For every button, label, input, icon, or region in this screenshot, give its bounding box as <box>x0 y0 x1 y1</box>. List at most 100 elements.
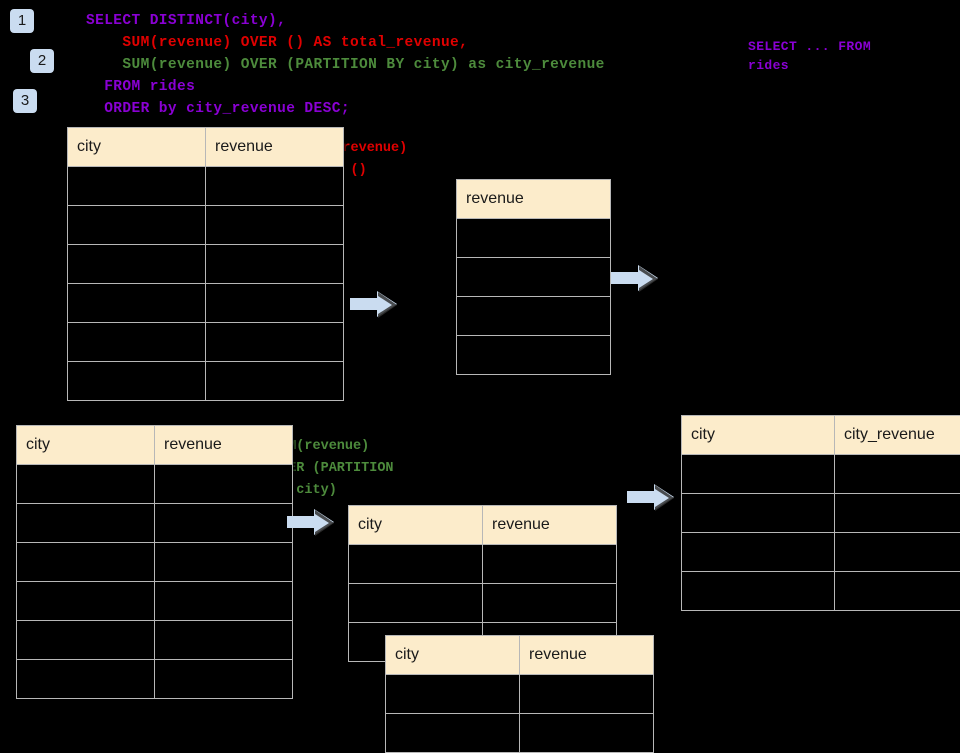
table-row <box>17 582 293 621</box>
table-cell <box>68 245 206 284</box>
table-cell <box>155 621 293 660</box>
table-cell <box>68 284 206 323</box>
table-cell <box>349 545 483 584</box>
column-header-revenue: revenue <box>457 180 611 219</box>
table-cell <box>386 714 520 753</box>
table-cell <box>483 584 617 623</box>
side-note-line-1: SELECT ... FROM <box>748 37 871 56</box>
table-row <box>682 455 960 494</box>
table-cell <box>206 323 344 362</box>
table-row <box>68 167 344 206</box>
table-cell <box>682 455 835 494</box>
table-row <box>17 543 293 582</box>
table-cell <box>457 258 611 297</box>
column-header-city: city <box>17 426 155 465</box>
column-header-revenue: revenue <box>520 636 654 675</box>
table-header-row: city revenue <box>349 506 617 545</box>
table-row <box>457 297 611 336</box>
sql-line-total-revenue: SUM(revenue) OVER () AS total_revenue, <box>86 33 468 55</box>
column-header-city-revenue: city_revenue <box>835 416 960 455</box>
table-cell <box>520 675 654 714</box>
table-cell <box>155 582 293 621</box>
table-cell <box>68 167 206 206</box>
sql-line-from: FROM rides <box>86 77 195 99</box>
table-cell <box>155 543 293 582</box>
table-cell <box>682 494 835 533</box>
table-cell <box>17 465 155 504</box>
table-row <box>349 545 617 584</box>
table-row <box>68 323 344 362</box>
table-row <box>349 584 617 623</box>
table-cell <box>457 336 611 375</box>
table-cell <box>835 494 960 533</box>
table-cell <box>520 714 654 753</box>
table-row <box>68 362 344 401</box>
table-cell <box>457 297 611 336</box>
table-cell <box>457 219 611 258</box>
sql-line-order-by: ORDER by city_revenue DESC; <box>86 99 350 121</box>
table-cell <box>206 245 344 284</box>
table-header-row: city revenue <box>68 128 344 167</box>
table-cell <box>835 533 960 572</box>
step-badge-3: 3 <box>13 89 37 113</box>
table-header-row: city revenue <box>17 426 293 465</box>
sql-line-city-revenue: SUM(revenue) OVER (PARTITION BY city) as… <box>86 55 605 77</box>
table-cell <box>206 167 344 206</box>
column-header-city: city <box>682 416 835 455</box>
table-row <box>17 621 293 660</box>
table-row <box>17 504 293 543</box>
column-header-revenue: revenue <box>206 128 344 167</box>
table-row <box>682 572 960 611</box>
total-revenue-table: revenue <box>456 179 611 375</box>
column-header-city: city <box>68 128 206 167</box>
table-header-row: revenue <box>457 180 611 219</box>
table-cell <box>206 362 344 401</box>
column-header-city: city <box>386 636 520 675</box>
table-cell <box>155 504 293 543</box>
sql-line-select: SELECT DISTINCT(city), <box>86 11 286 33</box>
table-cell <box>17 504 155 543</box>
table-cell <box>835 455 960 494</box>
table-row <box>457 219 611 258</box>
arrow-partition-to-final <box>624 483 676 513</box>
table-cell <box>17 621 155 660</box>
table-cell <box>17 582 155 621</box>
table-row <box>17 465 293 504</box>
table-row <box>682 533 960 572</box>
column-header-city: city <box>349 506 483 545</box>
table-cell <box>155 660 293 699</box>
table-row <box>68 284 344 323</box>
partition-table-front: city revenue <box>385 635 654 753</box>
table-header-row: city revenue <box>386 636 654 675</box>
table-row <box>457 258 611 297</box>
table-cell <box>206 284 344 323</box>
table-cell <box>17 660 155 699</box>
table-cell <box>17 543 155 582</box>
table-cell <box>682 533 835 572</box>
table-cell <box>155 465 293 504</box>
rides-source-table-top: city revenue <box>67 127 344 401</box>
final-result-table: city city_revenue <box>681 415 960 611</box>
rides-source-table-bottom: city revenue <box>16 425 293 699</box>
table-cell <box>682 572 835 611</box>
table-row <box>386 675 654 714</box>
column-header-revenue: revenue <box>483 506 617 545</box>
table-header-row: city city_revenue <box>682 416 960 455</box>
table-cell <box>68 206 206 245</box>
table-cell <box>835 572 960 611</box>
table-cell <box>68 323 206 362</box>
column-header-revenue: revenue <box>155 426 293 465</box>
side-note-line-2: rides <box>748 56 789 75</box>
table-cell <box>349 584 483 623</box>
table-row <box>457 336 611 375</box>
step-badge-2: 2 <box>30 49 54 73</box>
table-cell <box>483 545 617 584</box>
table-row <box>386 714 654 753</box>
table-cell <box>68 362 206 401</box>
table-row <box>68 206 344 245</box>
diagram-canvas: 1 2 3 SELECT DISTINCT(city), SUM(revenue… <box>0 0 960 720</box>
arrow-total-to-final <box>608 264 660 294</box>
table-cell <box>386 675 520 714</box>
table-cell <box>206 206 344 245</box>
arrow-source-to-total <box>347 290 399 320</box>
